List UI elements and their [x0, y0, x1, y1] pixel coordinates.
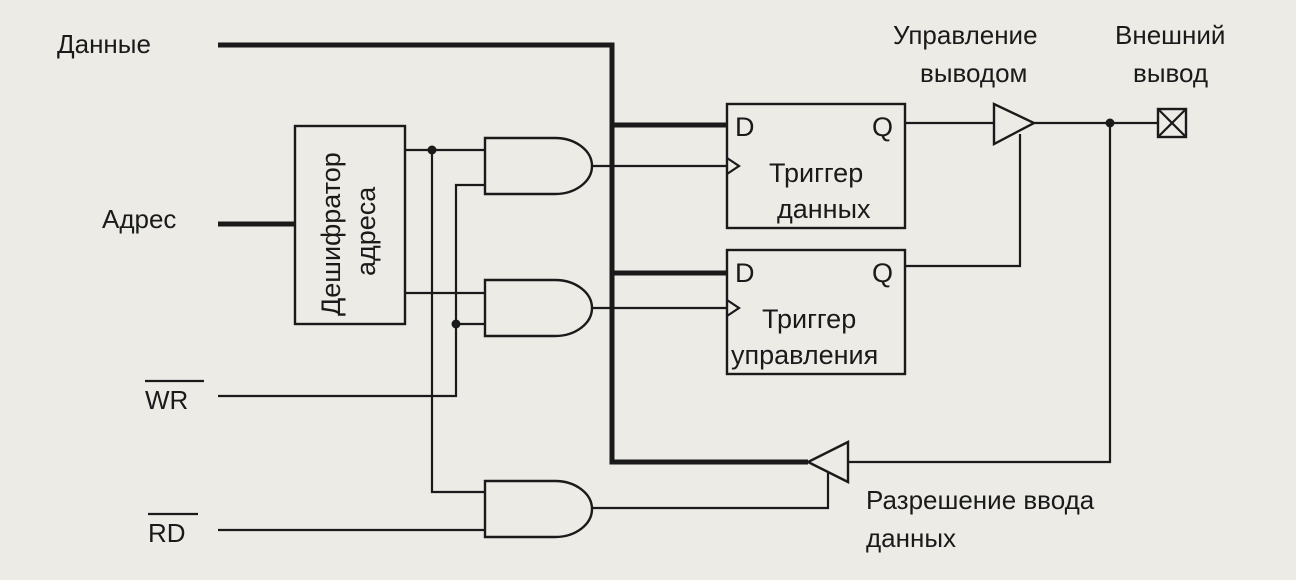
external-pin-label-line1: Внешний — [1115, 20, 1225, 50]
control-trigger-label-line2: управления — [731, 340, 878, 370]
wr-label: WR — [145, 385, 188, 415]
external-pin-cross — [1157, 108, 1187, 138]
control-trigger-clock-marker — [726, 299, 741, 317]
output-buffer — [992, 102, 1037, 146]
output-control-label-line2: выводом — [920, 58, 1027, 88]
rd-label: RD — [148, 518, 186, 548]
control-trigger-q-pin: Q — [872, 258, 893, 288]
control-trigger-d-pin: D — [735, 258, 755, 288]
input-buffer — [805, 440, 850, 484]
data-trigger-d-pin: D — [735, 112, 755, 142]
pin-to-input-buffer-wire — [848, 123, 1112, 464]
and-gate-2 — [483, 278, 594, 338]
address-label: Адрес — [102, 204, 176, 234]
junction-dot — [451, 319, 461, 329]
data-bus — [218, 42, 808, 465]
input-enable-label-line2: данных — [866, 523, 956, 553]
address-decoder-label-line1: Дешифратор — [316, 152, 346, 316]
control-trigger-label-line1: Триггер — [762, 304, 856, 334]
data-trigger-q-pin: Q — [872, 112, 893, 142]
control-trigger-q-wire — [905, 134, 1022, 268]
and-gate-3 — [483, 479, 594, 539]
data-trigger-clock-marker — [726, 157, 741, 175]
external-pin-label-line2: вывод — [1133, 58, 1208, 88]
control-trigger-block — [725, 248, 907, 376]
data-label: Данные — [57, 29, 151, 59]
decoder-branch-to-and3 — [430, 150, 485, 494]
data-trigger-block — [725, 102, 907, 230]
junction-dot — [427, 145, 437, 155]
output-control-label-line1: Управление — [893, 20, 1038, 50]
data-trigger-label-line2: данных — [777, 194, 871, 224]
wr-wire — [218, 183, 485, 398]
junction-dot — [1105, 118, 1115, 128]
input-enable-label-line1: Разрешение ввода — [866, 485, 1095, 515]
and3-to-input-buffer-enable — [592, 472, 830, 510]
address-decoder-block — [293, 124, 407, 326]
data-trigger-label-line1: Триггер — [769, 158, 863, 188]
and-gate-1 — [483, 136, 594, 196]
address-decoder-label-line2: адреса — [351, 186, 381, 276]
